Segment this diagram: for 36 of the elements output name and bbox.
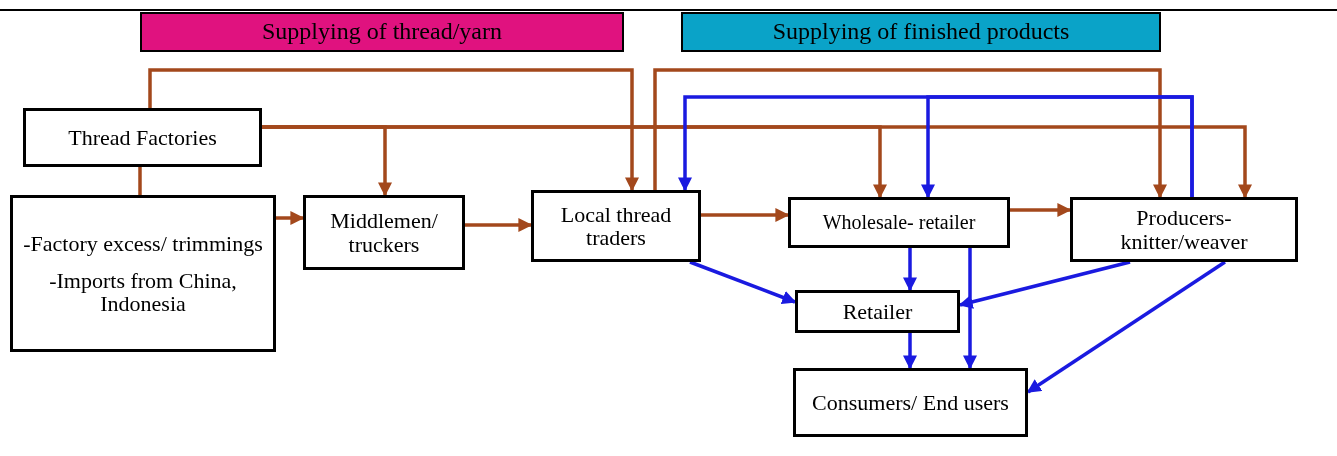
process-box (531, 190, 701, 262)
box-label: Thread Factories (68, 125, 217, 150)
process-box (1070, 197, 1298, 262)
process-box (23, 108, 262, 167)
connector-line (138, 167, 142, 195)
arrow (921, 95, 1194, 199)
box-label: Producers- knitter/weaver (1119, 206, 1249, 253)
process-box (793, 368, 1028, 437)
arrow (653, 68, 1167, 199)
arrow (903, 333, 917, 370)
arrow (148, 68, 639, 192)
box-label: Wholesale- retailer (822, 212, 976, 233)
arrow (1026, 260, 1226, 394)
arrow (701, 208, 790, 222)
arrow (958, 260, 1131, 309)
arrow (689, 260, 797, 305)
band-title: Supplying of finished products (772, 19, 1070, 45)
box-label: Local thread traders (559, 202, 673, 250)
arrow (903, 248, 917, 292)
process-box (10, 195, 276, 352)
process-box (303, 195, 465, 270)
band-title: Supplying of thread/yarn (262, 19, 502, 45)
header-band (140, 12, 624, 52)
arrow (1010, 203, 1072, 217)
arrow (963, 248, 977, 370)
process-box (788, 197, 1010, 248)
box-label: Middlemen/ truckers (329, 209, 439, 256)
process-box (795, 290, 960, 333)
arrow (465, 218, 533, 232)
arrow (276, 211, 305, 225)
box-label: -Imports from China, Indonesia (48, 268, 238, 316)
arrow (262, 125, 1252, 199)
box-label: -Factory excess/ trimmings (23, 231, 263, 255)
header-band (681, 12, 1161, 52)
box-label: Consumers/ End users (812, 390, 1009, 415)
box-label: Retailer (842, 299, 913, 324)
